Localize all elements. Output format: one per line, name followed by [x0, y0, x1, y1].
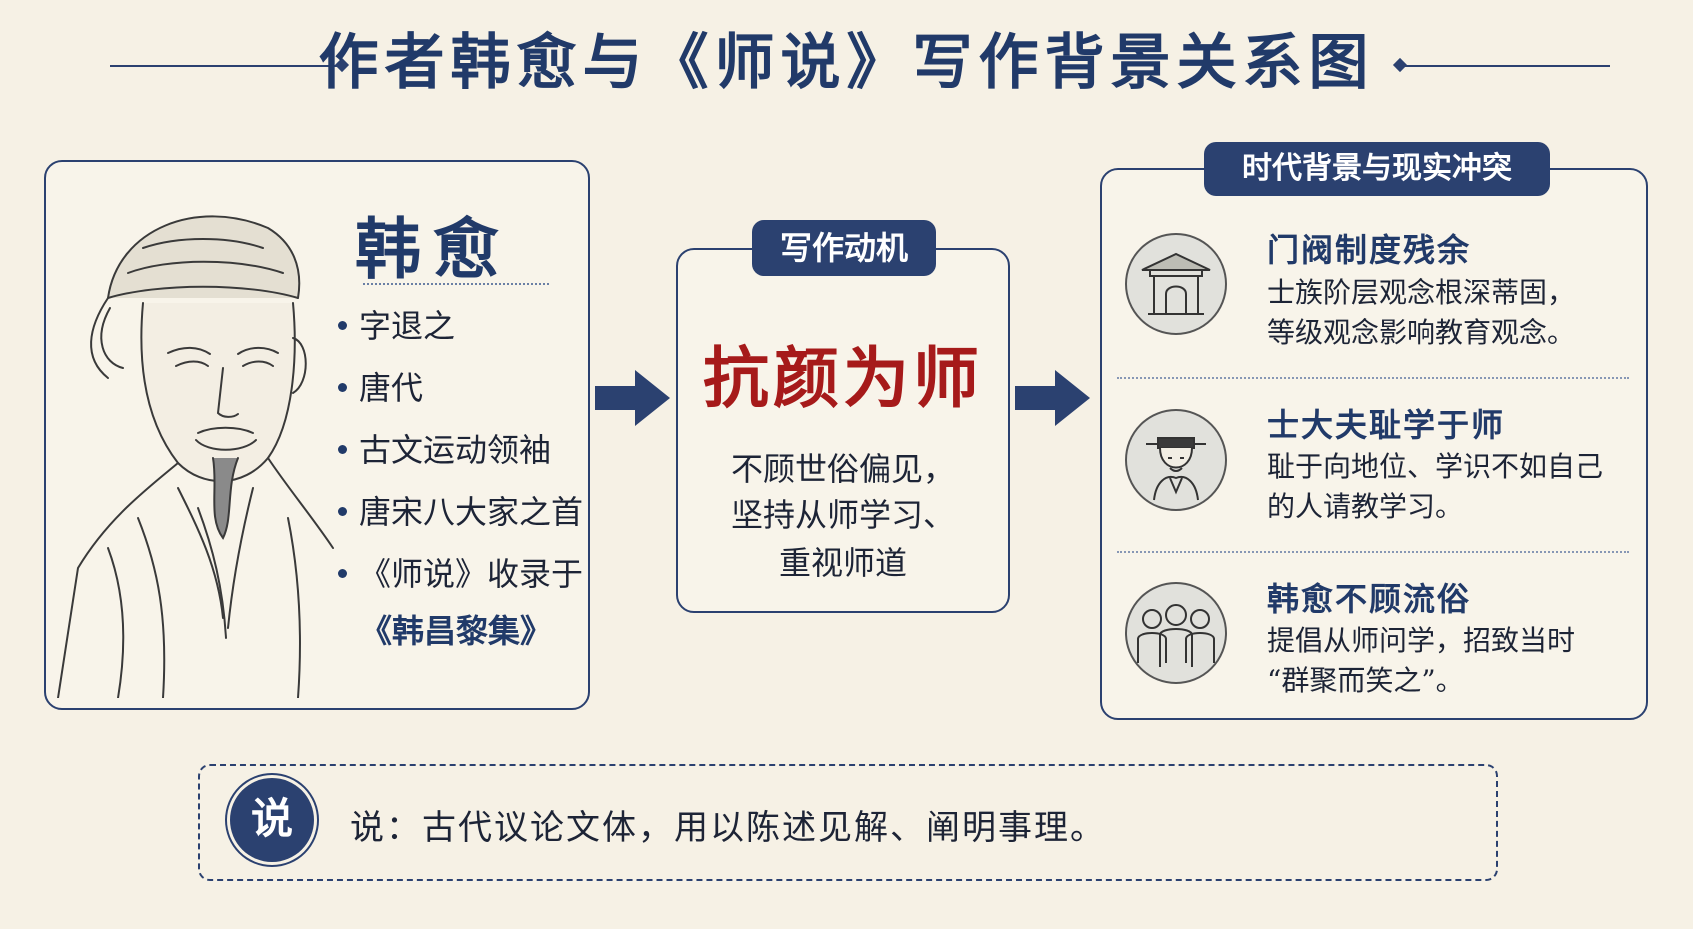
definition-badge: 说 [230, 778, 314, 862]
author-bullet: 字退之 [338, 306, 455, 346]
definition-box [198, 764, 1498, 881]
author-name: 韩愈 [355, 210, 511, 288]
title-rule-right [1400, 65, 1610, 67]
bullet-icon [338, 321, 347, 330]
background-item-desc: 等级观念影响教育观念。 [1267, 316, 1576, 349]
scholar-icon [1125, 409, 1227, 511]
motive-line: 重视师道 [778, 544, 907, 582]
background-item-desc: 耻于向地位、学识不如自己 [1267, 450, 1604, 483]
page-title: 作者韩愈与《师说》写作背景关系图 [318, 28, 1375, 98]
motive-line: 不顾世俗偏见， [730, 450, 955, 488]
gate-icon [1125, 233, 1227, 335]
motive-card [676, 248, 1010, 613]
title-rule-left [110, 65, 342, 67]
definition-text: 说：古代议论文体，用以陈述见解、阐明事理。 [350, 808, 1106, 848]
background-item-desc: 提倡从师问学，招致当时 [1267, 624, 1576, 657]
item-divider [1117, 551, 1629, 553]
background-item-title: 士大夫耻学于师 [1267, 406, 1506, 444]
background-tag: 时代背景与现实冲突 [1204, 142, 1550, 196]
background-item-desc: 的人请教学习。 [1267, 490, 1464, 523]
item-divider [1117, 377, 1629, 379]
background-item-title: 韩愈不顾流俗 [1267, 580, 1472, 618]
background-item-desc: “群聚而笑之”。 [1267, 664, 1464, 697]
motive-tag: 写作动机 [752, 220, 936, 276]
background-item-desc: 士族阶层观念根深蒂固， [1267, 276, 1576, 309]
bullet-icon [338, 569, 347, 578]
author-bullet: 唐宋八大家之首 [338, 492, 583, 532]
name-divider [363, 283, 549, 285]
author-bullet: 古文运动领袖 [338, 430, 551, 470]
crowd-icon [1125, 582, 1227, 684]
bullet-icon [338, 507, 347, 516]
arrow-right-icon [1015, 370, 1090, 426]
arrow-right-icon [595, 370, 670, 426]
bullet-icon [338, 445, 347, 454]
motive-core: 抗颜为师 [703, 339, 983, 417]
author-bullet: 《师说》收录于 [338, 554, 583, 594]
background-item-title: 门阀制度残余 [1267, 231, 1472, 269]
bullet-icon [338, 383, 347, 392]
author-collection: 《韩昌黎集》 [360, 612, 553, 650]
han-yu-portrait-icon [57, 215, 334, 698]
author-bullet: 唐代 [338, 368, 423, 408]
motive-line: 坚持从师学习、 [730, 496, 955, 534]
